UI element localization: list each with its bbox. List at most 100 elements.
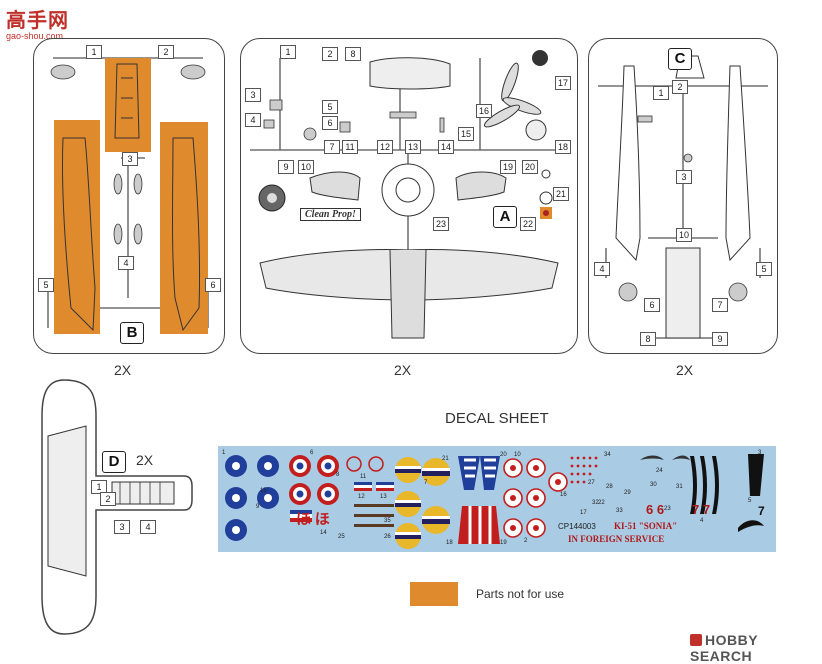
decal-num-30: 30	[650, 482, 657, 488]
decal-num-19: 19	[500, 540, 507, 546]
decal-num-27: 27	[588, 480, 595, 486]
sprue-c-part-8: 8	[640, 332, 656, 346]
sprue-d-count: 2X	[136, 452, 154, 468]
sprue-d-part-1: 1	[91, 480, 107, 494]
legend-swatch	[410, 582, 458, 606]
decal-num-13: 13	[380, 494, 387, 500]
decal-num-25: 25	[338, 534, 345, 540]
sprue-a-part-8: 8	[345, 47, 361, 61]
hobby-search-watermark: HOBBY SEARCH	[690, 632, 822, 664]
sprue-c-part-5: 5	[756, 262, 772, 276]
sprue-b-part-4: 4	[118, 256, 134, 270]
decal-big-marks-c: 7	[758, 504, 765, 518]
decal-sheet-art	[225, 454, 764, 549]
roc-roundels	[225, 455, 279, 541]
hobby-search-logo-icon	[690, 634, 702, 646]
decal-num-10: 10	[514, 452, 521, 458]
decal-num-29: 29	[624, 490, 631, 496]
sprue-a-part-15: 15	[458, 127, 474, 141]
decal-slogan: IN FOREIGN SERVICE	[568, 534, 665, 544]
sprue-a-drawing	[250, 50, 568, 339]
watermark-url: gao-shou.com	[6, 31, 64, 41]
sprue-a-part-23: 23	[433, 217, 449, 231]
sprue-a-part-9: 9	[278, 160, 294, 174]
sprue-a-count: 2X	[394, 362, 412, 378]
decal-num-33: 33	[616, 508, 623, 514]
sprue-b-drawing	[47, 57, 209, 334]
decal-num-22: 22	[598, 500, 605, 506]
sprue-a-part-22: 22	[520, 217, 536, 231]
sprue-a-part-5: 5	[322, 100, 338, 114]
decal-num-26: 26	[384, 534, 391, 540]
sprue-a-part-20: 20	[522, 160, 538, 174]
decal-kana: ほ ほ	[296, 512, 330, 528]
decal-num-3: 3	[758, 450, 762, 456]
legend-label: Parts not for use	[476, 587, 565, 601]
sprue-a-banner: Clean Prop!	[300, 208, 361, 221]
sprue-a-part-4: 4	[245, 113, 261, 127]
sprue-c-letter: C	[668, 48, 692, 70]
sprue-a-part-6: 6	[322, 116, 338, 130]
sprue-a-part-12: 12	[377, 140, 393, 154]
sprue-a-part-18: 18	[555, 140, 571, 154]
site-watermark: 高手网 gao-shou.com	[6, 4, 69, 41]
sprue-c-part-9: 9	[712, 332, 728, 346]
sprue-a-part-7: 7	[324, 140, 340, 154]
sprue-a-part-11: 11	[342, 140, 358, 154]
sprue-b-letter: B	[120, 322, 144, 344]
sprue-b-part-1: 1	[86, 45, 102, 59]
decal-big-marks-b: 7 7	[692, 502, 711, 517]
decal-num-11: 11	[360, 474, 367, 480]
sprue-c-part-1: 1	[653, 86, 669, 100]
decal-num-1: 1	[222, 450, 226, 456]
decal-num-8: 8	[336, 472, 340, 478]
sprue-b-part-5: 5	[38, 278, 54, 292]
decal-big-marks-a: 6 6	[646, 502, 665, 517]
decal-num-20: 20	[500, 452, 507, 458]
decal-num-4: 4	[700, 518, 704, 524]
sprue-a-part-13: 13	[405, 140, 421, 154]
sprue-c-count: 2X	[676, 362, 694, 378]
sprue-a-part-19: 19	[500, 160, 516, 174]
decal-num-14: 14	[320, 530, 327, 536]
decal-num-23: 23	[664, 506, 671, 512]
decal-sheet-title: DECAL SHEET	[445, 410, 549, 427]
sprue-b-part-2: 2	[158, 45, 174, 59]
decal-num-28: 28	[606, 484, 613, 490]
decal-num-31: 31	[676, 484, 683, 490]
decal-num-16: 16	[560, 492, 567, 498]
sprue-c-part-4: 4	[594, 262, 610, 276]
sprue-c-drawing	[598, 55, 768, 339]
decal-num-18: 18	[446, 540, 453, 546]
decal-model: KI-51 "SONIA"	[614, 521, 678, 531]
decal-num-34: 34	[604, 452, 611, 458]
decal-num-35: 35	[384, 518, 391, 524]
sprue-a-part-21: 21	[553, 187, 569, 201]
sprue-c-part-3: 3	[676, 170, 692, 184]
sprue-d-part-2: 2	[100, 492, 116, 506]
sprue-b-part-6: 6	[205, 278, 221, 292]
sprue-c-part-6: 6	[644, 298, 660, 312]
sprue-a-part-14: 14	[438, 140, 454, 154]
sprue-c-part-10: 10	[676, 228, 692, 242]
sprue-a-letter: A	[493, 206, 517, 228]
decal-num-5: 5	[748, 498, 752, 504]
sprue-a-part-10: 10	[298, 160, 314, 174]
decal-num-24: 24	[656, 468, 663, 474]
decal-num-2: 2	[524, 538, 528, 544]
sprue-a-part-2: 2	[322, 47, 338, 61]
decal-num-15: 15	[260, 488, 267, 494]
sprue-a-part-3: 3	[245, 88, 261, 102]
decal-num-17: 17	[580, 510, 587, 516]
sprue-d-part-4: 4	[140, 520, 156, 534]
decal-num-6: 6	[310, 450, 314, 456]
sprue-a-part-17: 17	[555, 76, 571, 90]
sprue-d-drawing	[41, 379, 193, 635]
decal-num-32: 32	[592, 500, 599, 506]
watermark-chars: 高手网	[6, 10, 69, 32]
decal-num-7: 7	[424, 480, 428, 486]
decal-num-21: 21	[442, 456, 449, 462]
decal-code: CP144003	[558, 522, 596, 531]
decal-num-9: 9	[256, 504, 260, 510]
sprue-c-part-7: 7	[712, 298, 728, 312]
